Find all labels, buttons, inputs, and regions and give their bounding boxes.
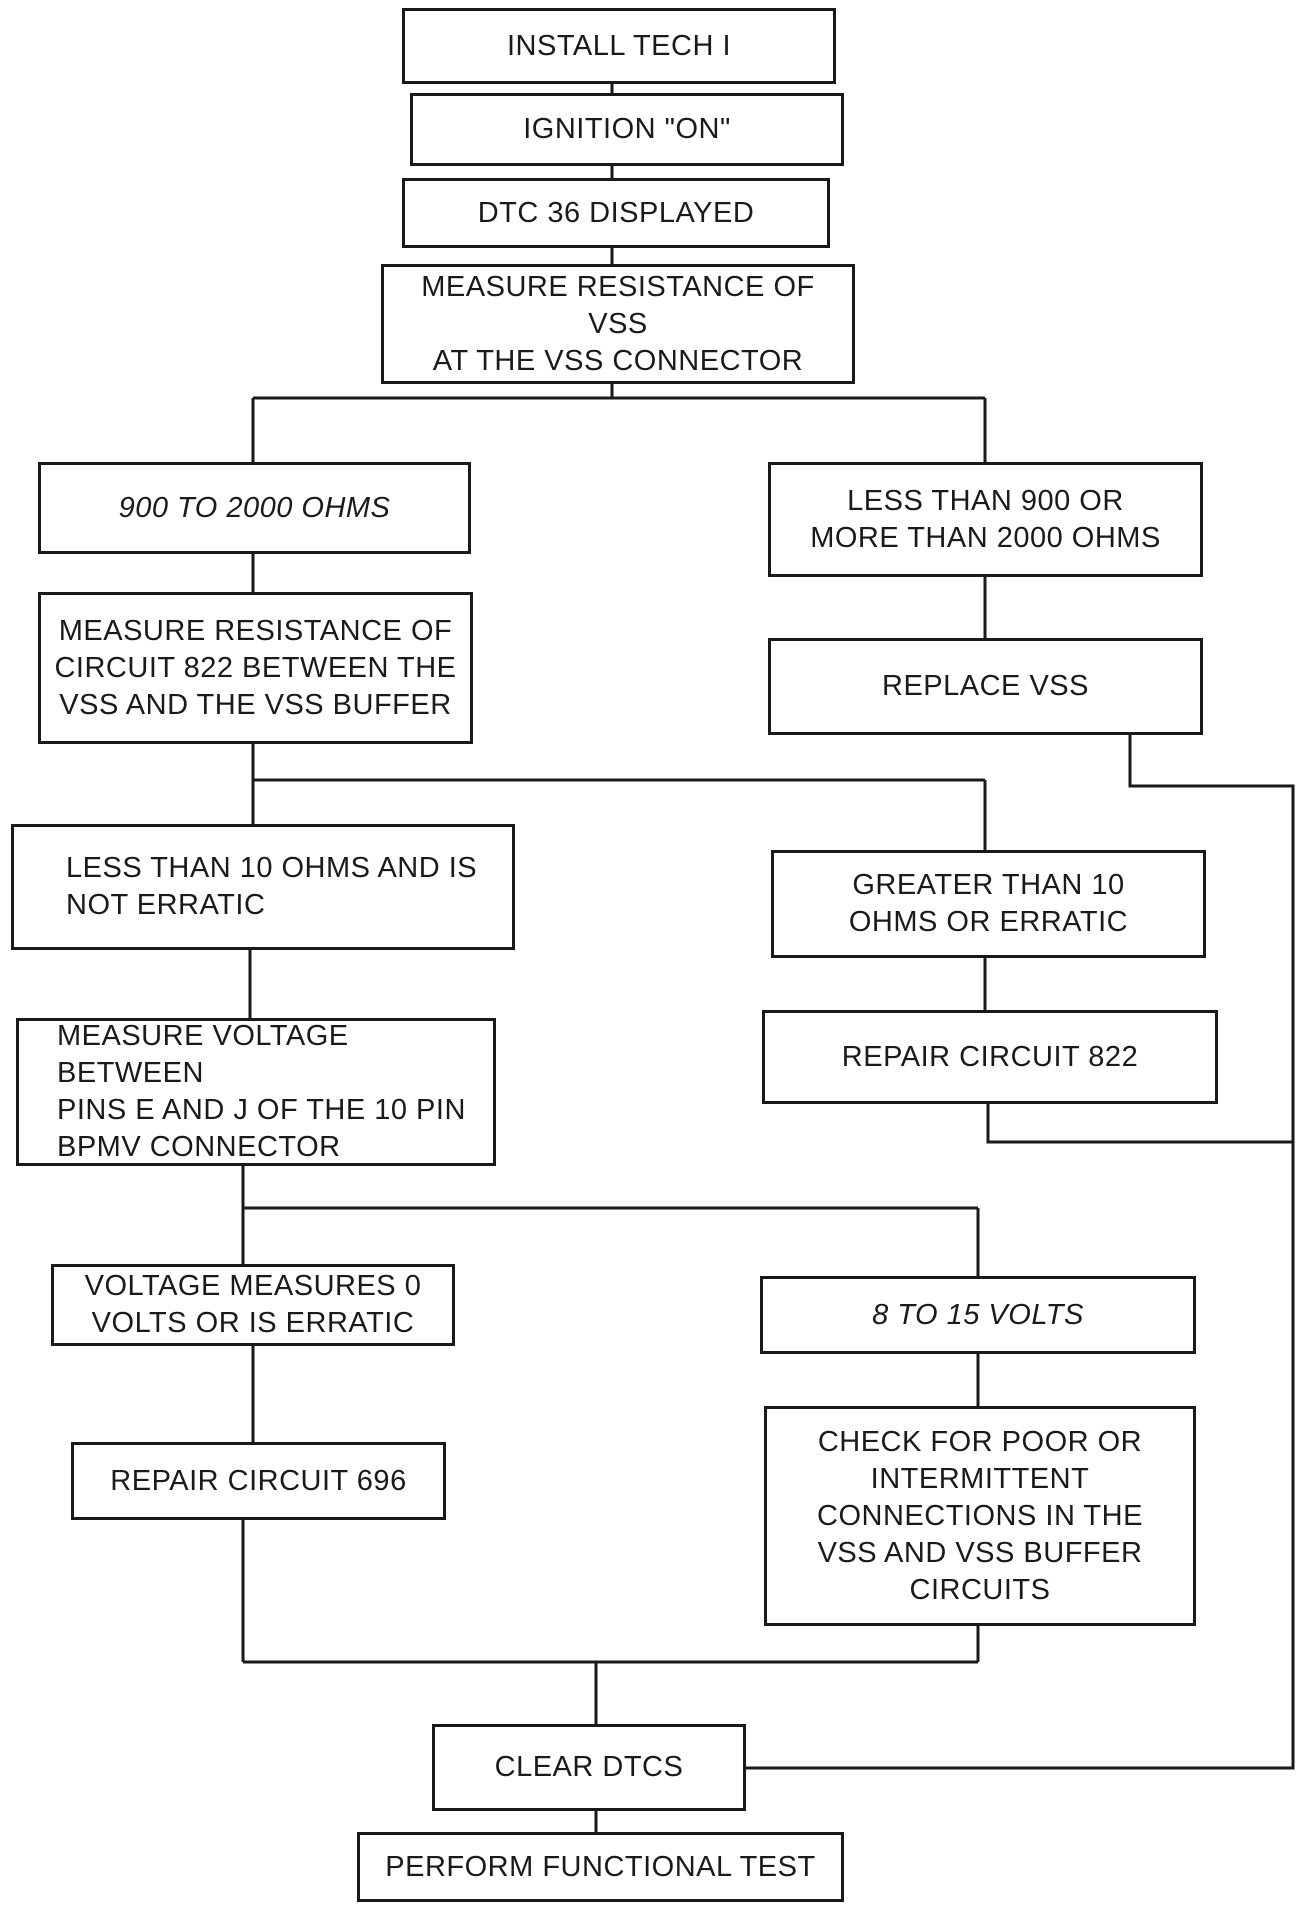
less-than-10-ohms-box: LESS THAN 10 OHMS AND IS NOT ERRATIC (11, 824, 515, 950)
ohms-900-2000-box: 900 TO 2000 OHMS (38, 462, 471, 554)
ohms-900-2000-label: 900 TO 2000 OHMS (118, 491, 391, 524)
repair-circuit-696-box: REPAIR CIRCUIT 696 (71, 1442, 446, 1520)
clear-dtcs-box: CLEAR DTCS (432, 1724, 746, 1811)
perform-functional-test-box: PERFORM FUNCTIONAL TEST (357, 1832, 844, 1902)
measure-voltage-box: MEASURE VOLTAGE BETWEEN PINS E AND J OF … (16, 1018, 496, 1166)
ignition-on-label: IGNITION "ON" (523, 113, 731, 145)
dtc-displayed-label: DTC 36 DISPLAYED (477, 196, 755, 229)
repair-circuit-822-box: REPAIR CIRCUIT 822 (762, 1010, 1218, 1104)
replace-vss-label: REPLACE VSS (882, 670, 1089, 702)
ohms-out-of-range-label: LESS THAN 900 OR MORE THAN 2000 OHMS (810, 484, 1161, 554)
measure-vss-resistance-box: MEASURE RESISTANCE OF VSS AT THE VSS CON… (381, 264, 855, 384)
perform-functional-test-label: PERFORM FUNCTIONAL TEST (385, 1850, 816, 1883)
check-connections-label: CHECK FOR POOR OR INTERMITTENT CONNECTIO… (817, 1425, 1143, 1606)
measure-circuit-822-label: MEASURE RESISTANCE OF CIRCUIT 822 BETWEE… (54, 614, 457, 721)
ohms-out-of-range-box: LESS THAN 900 OR MORE THAN 2000 OHMS (768, 462, 1203, 577)
greater-than-10-ohms-box: GREATER THAN 10 OHMS OR ERRATIC (771, 850, 1206, 958)
measure-circuit-822-box: MEASURE RESISTANCE OF CIRCUIT 822 BETWEE… (38, 592, 473, 744)
volts-8-15-box: 8 TO 15 VOLTS (760, 1276, 1196, 1354)
replace-vss-box: REPLACE VSS (768, 638, 1203, 735)
clear-dtcs-label: CLEAR DTCS (494, 1751, 684, 1783)
less-than-10-ohms-label: LESS THAN 10 OHMS AND IS NOT ERRATIC (66, 852, 478, 921)
connector (986, 1102, 1293, 1144)
install-tech-label: INSTALL TECH I (506, 29, 732, 62)
greater-than-10-ohms-label: GREATER THAN 10 OHMS OR ERRATIC (848, 869, 1129, 938)
install-tech-box: INSTALL TECH I (402, 8, 836, 84)
dtc-displayed-box: DTC 36 DISPLAYED (402, 178, 830, 248)
measure-vss-resistance-label: MEASURE RESISTANCE OF VSS AT THE VSS CON… (421, 270, 815, 377)
ignition-on-box: IGNITION "ON" (410, 93, 844, 166)
connector (744, 734, 1295, 1770)
measure-voltage-label: MEASURE VOLTAGE BETWEEN PINS E AND J OF … (57, 1020, 466, 1163)
volts-8-15-label: 8 TO 15 VOLTS (872, 1298, 1084, 1331)
voltage-zero-label: VOLTAGE MEASURES 0 VOLTS OR IS ERRATIC (84, 1270, 422, 1339)
check-connections-box: CHECK FOR POOR OR INTERMITTENT CONNECTIO… (764, 1406, 1196, 1626)
repair-circuit-822-label: REPAIR CIRCUIT 822 (841, 1040, 1139, 1073)
repair-circuit-696-label: REPAIR CIRCUIT 696 (110, 1464, 407, 1497)
voltage-zero-box: VOLTAGE MEASURES 0 VOLTS OR IS ERRATIC (51, 1264, 455, 1346)
